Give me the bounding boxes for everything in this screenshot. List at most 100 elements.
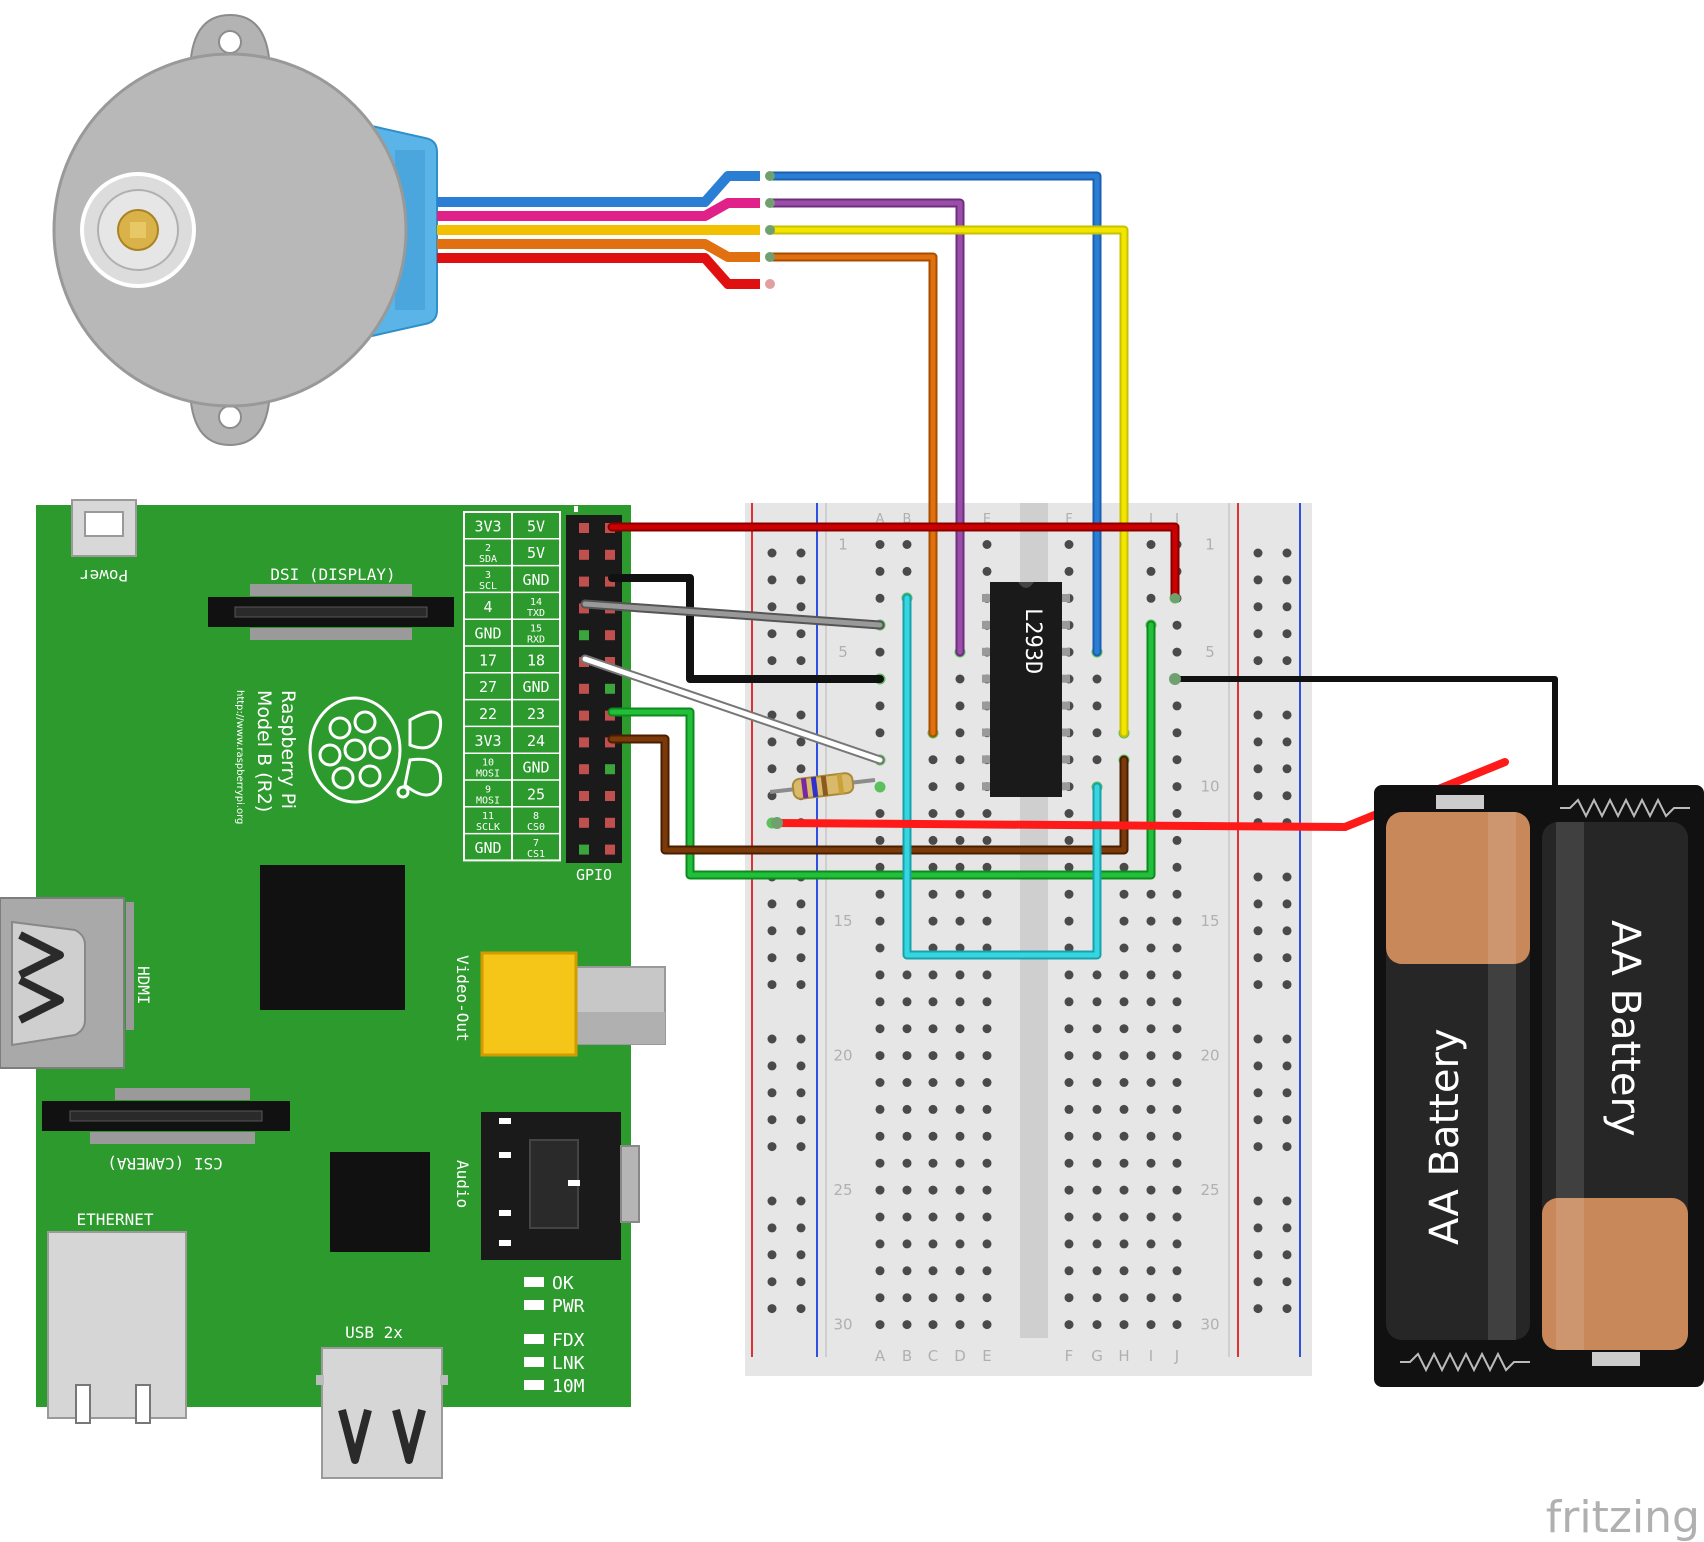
led-10m-label: 10M: [552, 1376, 585, 1397]
breadboard-hole: [1119, 1158, 1129, 1168]
row-label-right: 1: [1205, 536, 1215, 554]
led-pwr: [524, 1300, 544, 1310]
breadboard-hole: [1064, 1078, 1074, 1087]
gpio-pin: [579, 576, 589, 587]
chip-leg-right: [1060, 620, 1070, 629]
breadboard-hole: [1064, 1024, 1074, 1034]
power-rail-hole: [796, 1304, 806, 1314]
breadboard-hole: [1064, 1131, 1074, 1141]
breadboard-hole: [955, 1104, 965, 1114]
breadboard-hole: [982, 1266, 992, 1276]
breadboard-hole: [928, 1158, 938, 1168]
breadboard-hole: [928, 1078, 938, 1087]
usb-ethernet-chip: [330, 1152, 430, 1252]
breadboard-hole: [928, 782, 938, 792]
ethernet-label: ETHERNET: [76, 1210, 153, 1229]
row-label-right: 30: [1200, 1316, 1219, 1334]
breadboard-hole: [982, 997, 992, 1007]
breadboard-hole: [1092, 755, 1102, 765]
power-rail-hole: [1253, 1277, 1263, 1287]
gpio-pin: [605, 630, 615, 641]
dsi-pins-top: [250, 584, 412, 596]
gpio-pin-label-left: 10: [482, 758, 494, 769]
breadboard-hole: [1146, 1212, 1156, 1222]
breadboard-hole: [982, 1293, 992, 1303]
power-rail-hole: [1282, 764, 1292, 774]
breadboard-hole: [1064, 943, 1074, 953]
breadboard-hole: [1172, 997, 1182, 1007]
breadboard-hole: [1172, 916, 1182, 926]
gpio-pin: [605, 764, 615, 775]
breadboard-hole: [982, 835, 992, 845]
gpio-pin-label-left: MOSI: [476, 795, 500, 806]
column-label-bottom: F: [1065, 1347, 1074, 1365]
power-rail-hole: [1282, 602, 1292, 612]
led-fdx-label: FDX: [552, 1330, 585, 1351]
raspberry-logo: [308, 696, 443, 804]
gpio-pin-label-left: 3V3: [474, 517, 501, 535]
power-rail-hole: [767, 953, 777, 963]
battery-cell-2-shine: [1556, 822, 1584, 1350]
breadboard-hole: [875, 593, 885, 603]
row-label-left: 30: [833, 1316, 852, 1334]
gpio-pin: [579, 523, 589, 533]
chip-leg-left: [982, 674, 992, 683]
breadboard-hole: [1172, 728, 1182, 738]
gpio-pin-label-left: SCL: [479, 581, 497, 592]
hdmi-pins: [126, 902, 134, 1030]
breadboard-hole: [1064, 1239, 1074, 1249]
power-rail-hole: [1282, 1223, 1292, 1233]
breadboard-hole: [875, 1051, 885, 1061]
breadboard-hole: [1119, 1266, 1129, 1276]
breadboard-hole: [955, 1212, 965, 1222]
audio-label: Audio: [453, 1160, 472, 1208]
breadboard-hole: [1119, 1239, 1129, 1249]
hdmi-vvv-mark: [18, 931, 64, 1024]
breadboard-hole: [1146, 1266, 1156, 1276]
battery-terminal-top: [1436, 795, 1484, 809]
breadboard-hole: [875, 862, 885, 872]
breadboard-hole: [955, 835, 965, 845]
usb-connector-lip-left: [316, 1375, 324, 1385]
breadboard-hole: [982, 1158, 992, 1168]
row-label-left: 25: [833, 1181, 852, 1199]
breadboard-hole: [1119, 916, 1129, 926]
breadboard-hole: [955, 862, 965, 872]
breadboard-hole: [955, 1158, 965, 1168]
breadboard-hole: [955, 943, 965, 953]
row-label-right: 10: [1200, 778, 1219, 796]
breadboard-hole: [955, 889, 965, 899]
breadboard-hole: [875, 1320, 885, 1330]
gpio-pin-label-left: 17: [479, 651, 497, 669]
gpio-pin: [605, 576, 615, 587]
power-rail-hole: [1282, 575, 1292, 585]
power-rail-hole: [1282, 1115, 1292, 1125]
chip-leg-right: [1060, 594, 1070, 602]
breadboard-hole: [875, 1158, 885, 1168]
breadboard-hole: [1119, 1078, 1129, 1087]
breadboard-hole: [928, 1239, 938, 1249]
breadboard-hole: [1064, 835, 1074, 845]
gpio-pin-label-left: SCLK: [476, 822, 500, 833]
power-rail-hole: [1253, 575, 1263, 585]
power-rail-hole: [1253, 1034, 1263, 1044]
breadboard-hole: [982, 566, 992, 576]
breadboard-hole: [902, 1320, 912, 1330]
csi-connector-slot: [69, 1110, 263, 1122]
breadboard-hole: [1064, 1293, 1074, 1303]
breadboard-hole: [1146, 997, 1156, 1007]
gpio-pin: [605, 844, 615, 855]
breadboard-hole: [902, 1078, 912, 1087]
chip-leg-right: [1060, 701, 1070, 710]
motor-lead-orange: [437, 239, 760, 262]
breadboard-hole: [1119, 1024, 1129, 1034]
breadboard-hole: [1092, 1051, 1102, 1061]
wire-green-gpio23-fill: [609, 622, 1154, 878]
wire-yellow-fill: [767, 227, 1127, 736]
raspberry-pi-board: Power DSI (DISPLAY) Raspberry Pi Model B…: [0, 499, 666, 1479]
gpio-pin: [579, 737, 589, 748]
row-label-right: 5: [1205, 643, 1215, 661]
breadboard-hole: [1172, 620, 1182, 630]
battery-spring-top: [1560, 797, 1690, 819]
